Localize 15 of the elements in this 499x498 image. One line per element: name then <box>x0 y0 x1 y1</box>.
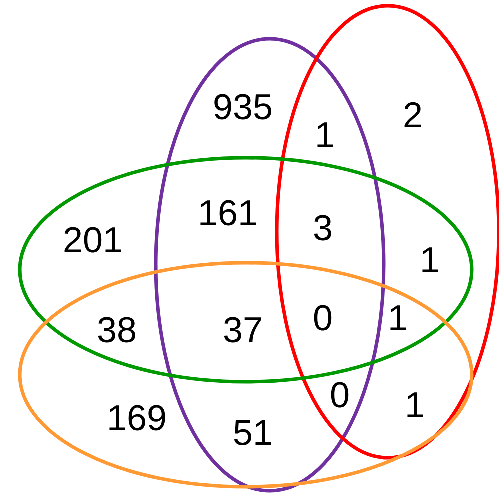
count-label: 38 <box>98 317 136 343</box>
count-label: 935 <box>214 94 272 120</box>
count-label: 1 <box>422 248 438 272</box>
count-label: 201 <box>64 227 122 253</box>
count-label: 37 <box>224 317 262 343</box>
count-label: 0 <box>331 382 349 408</box>
count-label: 3 <box>314 215 332 241</box>
count-label: 0 <box>314 305 332 331</box>
count-label: 169 <box>110 405 166 431</box>
count-label: 1 <box>318 122 334 148</box>
count-label: 1 <box>408 392 424 418</box>
count-label: 1 <box>390 306 406 330</box>
count-label: 51 <box>234 420 272 446</box>
count-label: 2 <box>404 102 422 128</box>
count-label: 161 <box>200 200 256 226</box>
